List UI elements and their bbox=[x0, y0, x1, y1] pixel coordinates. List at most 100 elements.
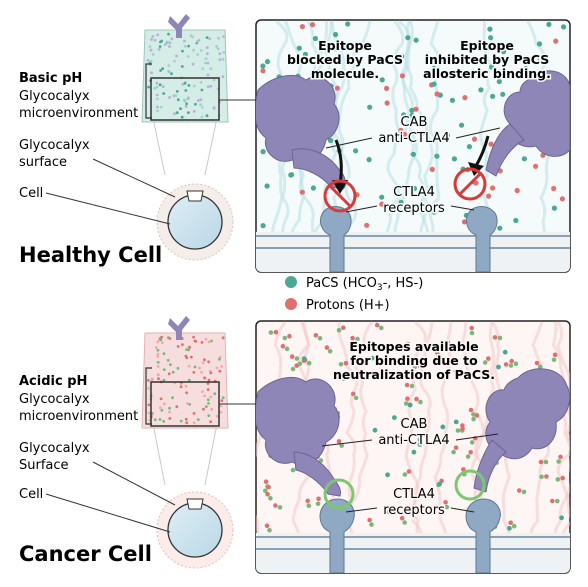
proton-molecules bbox=[259, 322, 565, 533]
bracket bbox=[145, 63, 152, 119]
cab-label: CAB bbox=[401, 417, 428, 432]
molecule-dot bbox=[401, 131, 407, 137]
leader-line bbox=[455, 127, 501, 139]
molecule-dot bbox=[559, 196, 566, 202]
proton-pair-dot bbox=[486, 356, 491, 361]
molecule-dot bbox=[200, 88, 204, 92]
glycan-strand bbox=[551, 321, 570, 545]
molecule-dot bbox=[157, 377, 160, 381]
molecule-dot bbox=[171, 370, 175, 374]
proton-pair-dot bbox=[315, 501, 321, 507]
molecule-dot bbox=[187, 364, 191, 368]
molecule-dot bbox=[167, 64, 171, 68]
molecule-dot bbox=[487, 26, 493, 32]
molecule-dot bbox=[197, 99, 200, 102]
ctla4-receptor bbox=[319, 498, 355, 573]
molecule-dot bbox=[296, 45, 302, 51]
molecule-dot bbox=[148, 45, 152, 49]
surface-label: Glycocalyx bbox=[19, 441, 90, 456]
molecule-dot bbox=[175, 54, 178, 58]
molecule-dot bbox=[490, 185, 496, 191]
cab-antibody bbox=[256, 377, 340, 466]
molecule-dot bbox=[514, 187, 520, 194]
proton-pair-dot bbox=[534, 360, 540, 366]
proton-pair-dot bbox=[414, 396, 419, 402]
molecule-dot bbox=[434, 153, 440, 159]
molecule-dot bbox=[200, 341, 204, 344]
proton-pair-dot bbox=[469, 440, 475, 445]
molecule-dot bbox=[181, 83, 185, 86]
molecule-dot bbox=[155, 85, 159, 89]
proton-pair-dot bbox=[355, 336, 360, 342]
proton-pair-dot bbox=[451, 449, 456, 455]
molecule-dot bbox=[379, 194, 385, 200]
molecule-dot bbox=[437, 481, 442, 487]
cab-antibody bbox=[485, 123, 525, 177]
molecule-dot bbox=[221, 336, 225, 340]
ph-label: Basic pH bbox=[19, 71, 82, 86]
molecule-dot bbox=[168, 45, 171, 48]
proton-pair-dot bbox=[402, 520, 408, 525]
molecule-dot bbox=[206, 61, 210, 65]
molecule-dot bbox=[521, 156, 528, 162]
molecule-dot bbox=[184, 384, 188, 388]
molecule-dot bbox=[206, 398, 210, 402]
glycan-strand bbox=[398, 20, 434, 244]
molecule-dot bbox=[399, 53, 405, 59]
leader-line bbox=[325, 137, 373, 149]
molecule-dot bbox=[468, 48, 474, 55]
molecule-dot bbox=[153, 86, 157, 90]
molecule-dot bbox=[260, 149, 266, 155]
molecule-dot bbox=[453, 419, 459, 425]
ctla4-receptor bbox=[465, 498, 501, 573]
healthy-zoom-panel: Epitope blocked by PaCS molecule. Epitop… bbox=[255, 19, 571, 273]
molecule-dot bbox=[386, 509, 392, 515]
arrow bbox=[474, 135, 490, 167]
molecule-dot bbox=[151, 53, 155, 56]
molecule-dot bbox=[417, 442, 423, 447]
molecule-dot bbox=[561, 24, 567, 30]
glycan-strand bbox=[427, 20, 441, 244]
molecule-dot bbox=[332, 55, 338, 61]
molecule-dot bbox=[160, 341, 164, 345]
molecule-dot bbox=[205, 36, 209, 39]
leader-line bbox=[450, 205, 475, 211]
proton-pair-dot bbox=[290, 366, 296, 372]
molecule-dot bbox=[496, 364, 501, 370]
molecule-dot bbox=[153, 418, 157, 422]
proton-pair-dot bbox=[268, 330, 274, 335]
proton-pair-dot bbox=[350, 335, 355, 341]
proton-pair-dot bbox=[306, 360, 312, 366]
molecule-dot bbox=[176, 366, 180, 370]
molecule-dot bbox=[162, 368, 166, 371]
molecule-dot bbox=[209, 420, 213, 424]
cancer-schematic bbox=[141, 316, 258, 569]
molecule-dot bbox=[157, 48, 161, 51]
molecule-dot bbox=[216, 414, 219, 418]
molecule-dot bbox=[203, 358, 206, 362]
molecule-dot bbox=[479, 42, 485, 48]
molecule-dot bbox=[220, 365, 224, 368]
micro-label: Glycocalyx bbox=[19, 89, 90, 104]
molecule-dot bbox=[207, 378, 211, 382]
molecule-dot bbox=[156, 109, 159, 113]
molecule-dot bbox=[147, 403, 151, 407]
proton-pair-dot bbox=[509, 358, 514, 364]
molecule-dot bbox=[440, 424, 446, 430]
leader-line bbox=[455, 433, 499, 441]
proton-pair-dot bbox=[404, 382, 410, 388]
proton-pair-dot bbox=[552, 352, 558, 358]
molecule-dot bbox=[489, 64, 495, 70]
molecule-dot bbox=[411, 185, 418, 192]
glycan-strand bbox=[433, 321, 453, 545]
molecule-dot bbox=[212, 106, 216, 110]
molecule-dot bbox=[209, 371, 213, 375]
block-icon bbox=[323, 179, 357, 213]
molecule-dot bbox=[150, 71, 154, 75]
healthy-title: Healthy Cell bbox=[19, 243, 162, 267]
proton-pair-dot bbox=[543, 459, 549, 465]
molecule-dot bbox=[352, 71, 358, 77]
molecule-dot bbox=[379, 201, 385, 207]
proton-pair-dot bbox=[379, 325, 384, 331]
molecule-dot bbox=[207, 402, 210, 405]
